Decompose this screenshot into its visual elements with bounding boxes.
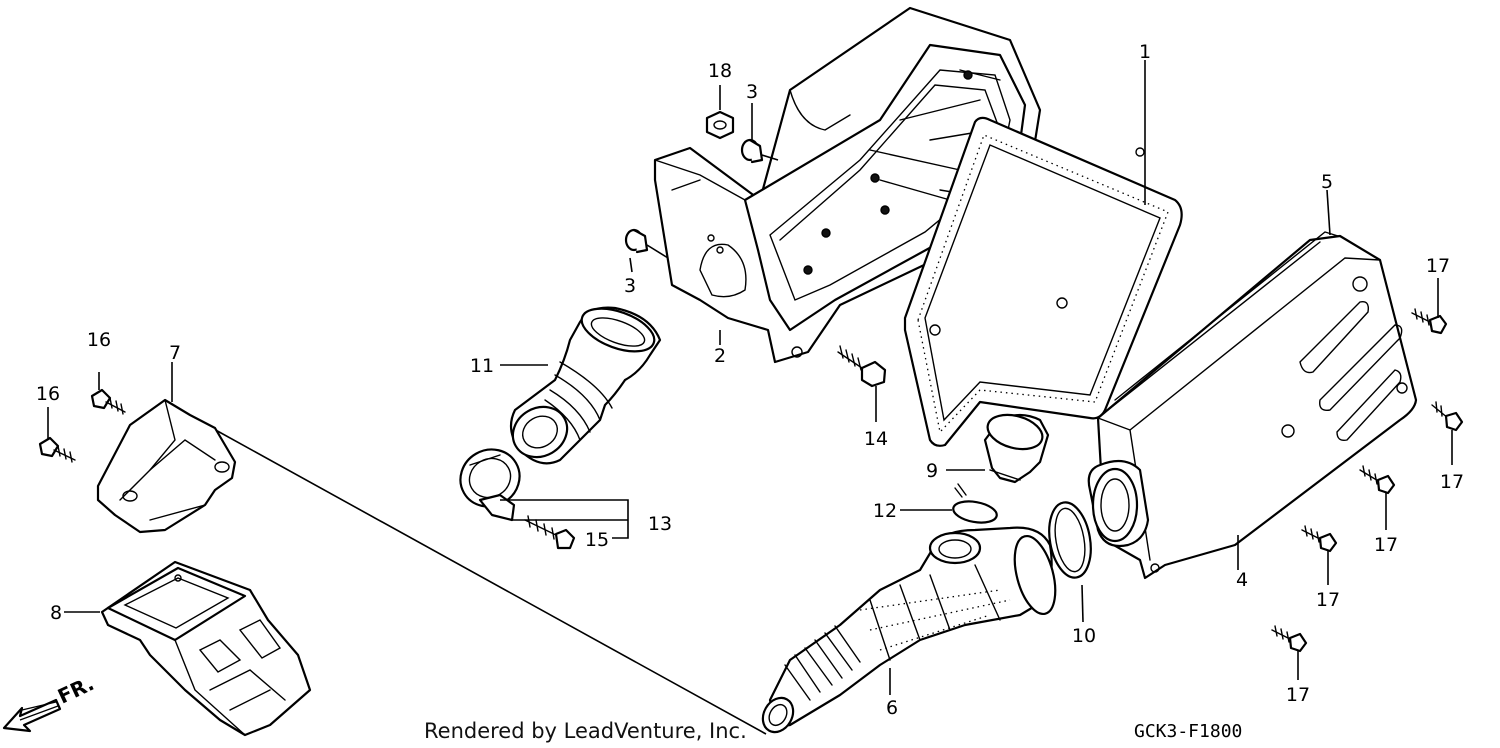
callout-10: 10 [1072,625,1096,647]
front-direction-label: FR. [54,671,98,708]
part-11-connecting-tube [509,306,662,465]
part-18-nut [705,110,735,140]
part-3-grommet-lower [624,228,669,259]
part-16-screw-upper [90,388,126,415]
callout-3-lower: 3 [624,275,636,297]
part-2-air-cleaner-case [653,6,1042,364]
callout-4: 4 [1236,569,1248,591]
callout-12: 12 [873,500,897,522]
part-14-bolt [837,345,887,388]
rendered-by-credit: Rendered by LeadVenture, Inc. [424,719,747,743]
part-16-screw-lower [38,436,76,463]
part-4-air-cleaner-cover [1087,231,1418,580]
front-direction-indicator: FR. [2,671,98,733]
callout-5: 5 [1321,171,1333,193]
callout-17-b: 17 [1440,471,1464,493]
diagram-code: GCK3-F1800 [1134,721,1242,742]
part-6-air-duct [761,526,1057,734]
callout-11: 11 [470,355,494,377]
callout-2: 2 [714,345,726,367]
leader-lines [47,60,1453,695]
callout-labels: 1 2 3 3 4 5 6 7 8 9 10 11 12 13 14 15 16… [36,41,1464,719]
connection-line-7-to-6 [211,427,767,735]
part-17-screws [1271,308,1464,653]
callout-6: 6 [886,697,898,719]
part-9-drain-plug [983,413,1050,484]
callout-15: 15 [585,529,609,551]
callout-16-upper: 16 [87,329,111,351]
callout-17-a: 17 [1426,255,1450,277]
callout-16-lower: 16 [36,383,60,405]
part-15-screw [524,515,576,550]
callout-7: 7 [169,342,181,364]
callout-17-e: 17 [1286,684,1310,706]
callout-13: 13 [648,513,672,535]
callout-14: 14 [864,428,888,450]
callout-3-upper: 3 [746,81,758,103]
callout-9: 9 [926,460,938,482]
part-7-cover-bracket [96,398,237,534]
part-3-grommet-upper [740,138,779,164]
part-10-seal-ring [1048,501,1092,579]
part-1-filter-element [903,116,1183,447]
callout-17-c: 17 [1374,534,1398,556]
callout-18: 18 [708,60,732,82]
callout-17-d: 17 [1316,589,1340,611]
part-13-band [459,448,521,522]
callout-8: 8 [50,602,62,624]
part-8-intake-funnel [100,560,312,737]
callout-1: 1 [1139,41,1151,63]
part-12-clip [952,483,998,524]
